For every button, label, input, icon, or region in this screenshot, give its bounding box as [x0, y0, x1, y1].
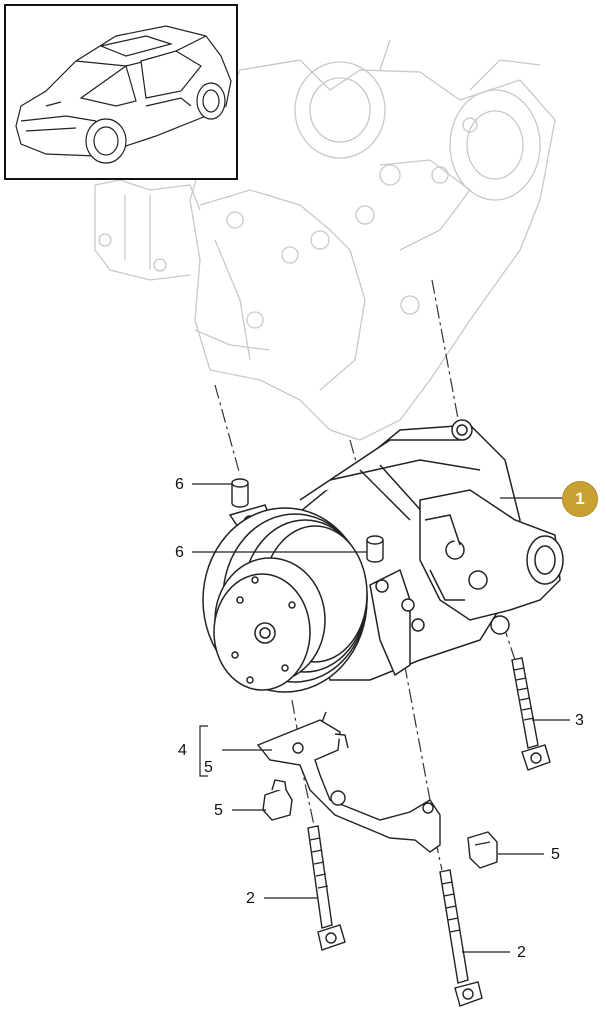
clip-5-right: [467, 831, 498, 869]
callout-2-left[interactable]: 2: [246, 890, 255, 907]
bolt-2-left: [307, 825, 346, 951]
callout-3[interactable]: 3: [575, 712, 584, 729]
bolt-2-right: [439, 869, 483, 1007]
mounting-bracket: [256, 711, 441, 853]
callout-5-left[interactable]: 5: [214, 802, 223, 819]
callout-6-lower[interactable]: 6: [175, 544, 184, 561]
bushing-6-upper: [231, 478, 249, 508]
leader-lines: [192, 483, 570, 953]
callout-2-right[interactable]: 2: [517, 944, 526, 961]
engine-block-outline: [94, 39, 556, 441]
callout-5-right[interactable]: 5: [551, 846, 560, 863]
bolt-3: [511, 657, 551, 771]
bushing-6-lower: [366, 535, 384, 563]
callout-4[interactable]: 4: [178, 742, 187, 759]
callout-badge-1[interactable]: 1: [563, 482, 597, 516]
vehicle-thumbnail: [4, 4, 238, 180]
car-icon: [15, 25, 232, 164]
callout-5-bracket[interactable]: 5: [204, 759, 213, 776]
ac-compressor: [202, 419, 564, 693]
clip-5-left: [262, 779, 293, 821]
callout-6-upper[interactable]: 6: [175, 476, 184, 493]
